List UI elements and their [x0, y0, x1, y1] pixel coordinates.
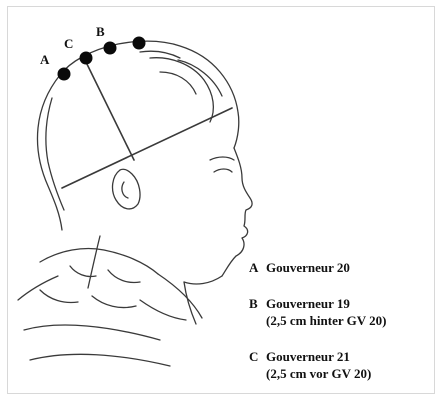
legend-name-a: Gouverneur 20 — [266, 261, 350, 274]
legend-letter-a: A — [249, 261, 258, 274]
legend-note-c: (2,5 cm vor GV 20) — [266, 367, 371, 380]
legend-letter-b: B — [249, 297, 258, 310]
legend-name-b: Gouverneur 19 — [266, 297, 350, 310]
legend-name-c: Gouverneur 21 — [266, 350, 350, 363]
legend-letter-c: C — [249, 350, 258, 363]
legend-note-b: (2,5 cm hinter GV 20) — [266, 314, 386, 327]
